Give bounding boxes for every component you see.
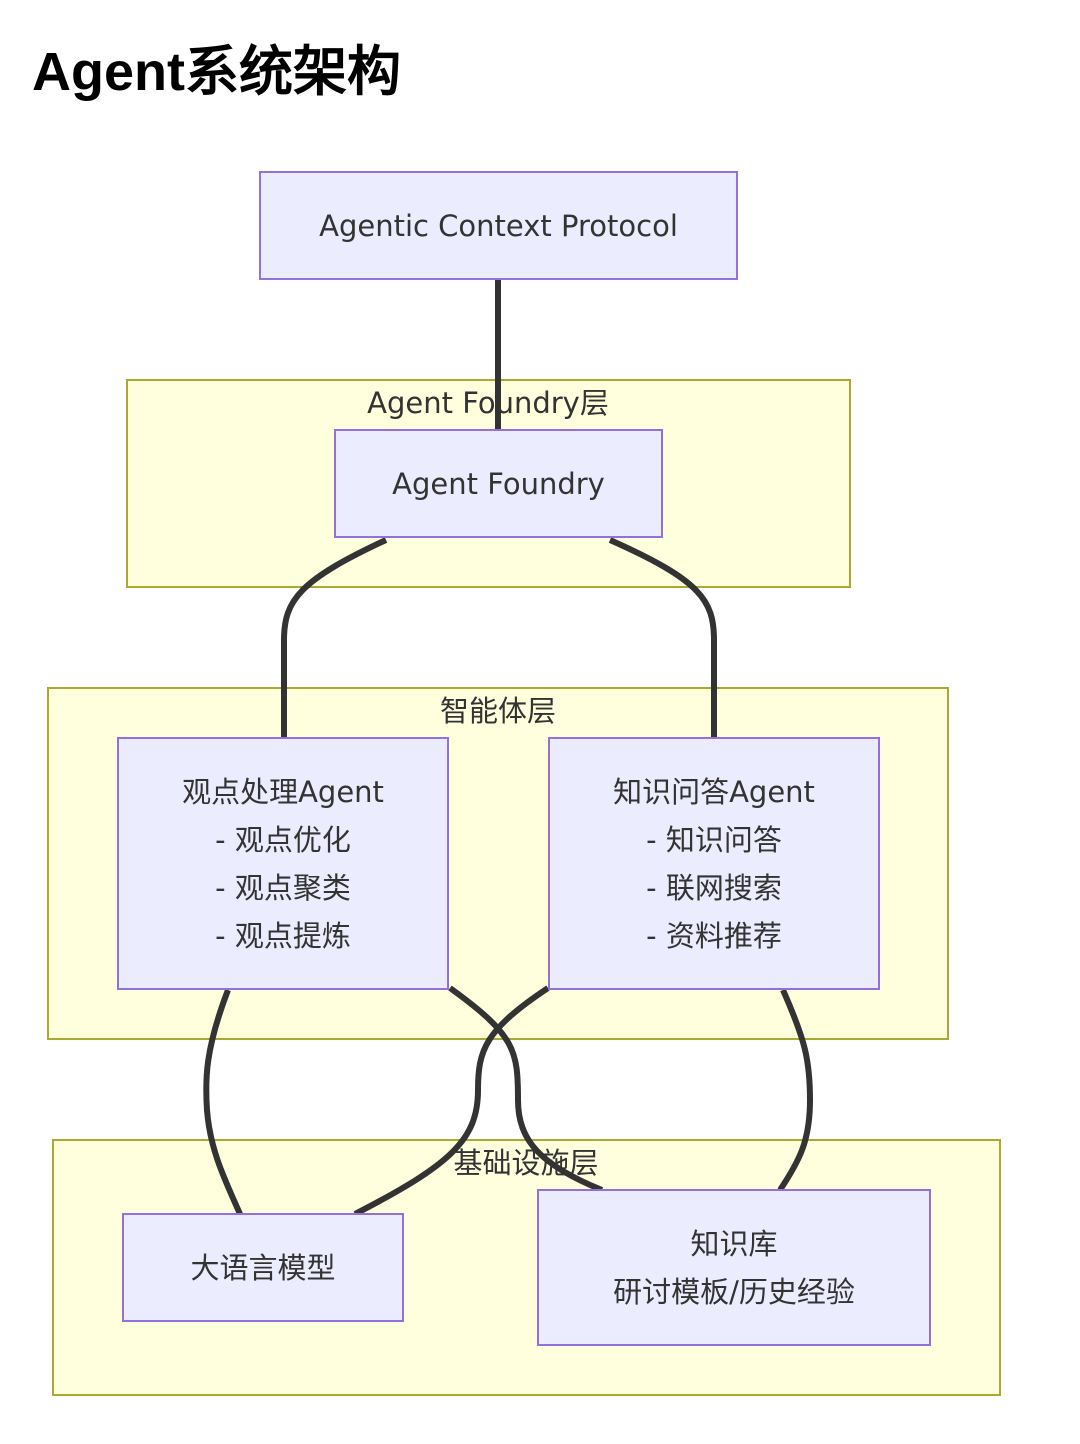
- node-feature: - 资料推荐: [646, 918, 782, 953]
- node-knowledge-base: 知识库 研讨模板/历史经验: [537, 1189, 931, 1346]
- node-label: Agentic Context Protocol: [319, 208, 678, 243]
- node-label: 观点处理Agent: [182, 774, 384, 809]
- cluster-label-agent-layer: 智能体层: [439, 694, 557, 728]
- cluster-label-foundry-layer: Agent Foundry层: [367, 386, 609, 420]
- node-viewpoint-agent: 观点处理Agent - 观点优化 - 观点聚类 - 观点提炼: [117, 737, 449, 990]
- node-label: Agent Foundry: [392, 466, 605, 501]
- node-feature: 研讨模板/历史经验: [613, 1274, 855, 1309]
- cluster-label-infra-layer: 基础设施层: [453, 1146, 599, 1180]
- node-feature: - 观点聚类: [215, 870, 351, 905]
- node-qa-agent: 知识问答Agent - 知识问答 - 联网搜索 - 资料推荐: [548, 737, 880, 990]
- node-feature: - 观点优化: [215, 822, 351, 857]
- page-title: Agent系统架构: [32, 42, 401, 102]
- node-agentic-context-protocol: Agentic Context Protocol: [259, 171, 738, 280]
- node-label: 大语言模型: [190, 1250, 336, 1285]
- node-feature: - 知识问答: [646, 822, 782, 857]
- node-feature: - 联网搜索: [646, 870, 782, 905]
- node-agent-foundry: Agent Foundry: [334, 429, 663, 538]
- node-label: 知识库: [690, 1226, 778, 1261]
- node-feature: - 观点提炼: [215, 918, 351, 953]
- node-label: 知识问答Agent: [613, 774, 815, 809]
- node-llm: 大语言模型: [122, 1213, 404, 1322]
